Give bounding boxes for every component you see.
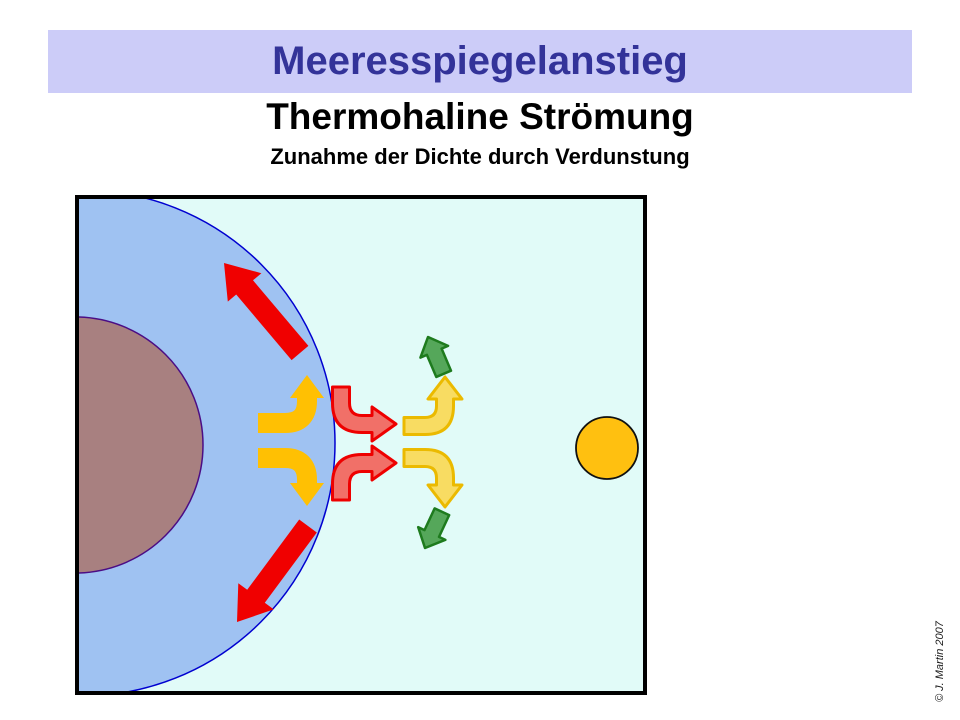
red-elbow-arrow-top <box>331 385 398 443</box>
red-current-arrow-up-left <box>224 263 309 361</box>
pale-gold-elbow-arrow-up <box>402 375 464 436</box>
green-arrow-down <box>416 507 451 550</box>
green-arrow-up <box>419 335 453 379</box>
title-banner: Meeresspiegelanstieg <box>48 30 912 93</box>
land-circle <box>79 316 204 574</box>
diagram-frame <box>75 195 647 695</box>
gold-elbow-arrow-down <box>258 448 324 506</box>
sun-circle <box>575 416 639 480</box>
slide-subtitle: Thermohaline Strömung <box>266 96 694 137</box>
thermohaline-diagram <box>79 199 639 691</box>
slide-caption: Zunahme der Dichte durch Verdunstung <box>270 144 690 169</box>
gold-elbow-arrow-up <box>258 375 324 433</box>
red-elbow-arrow-bottom <box>331 444 398 502</box>
pale-gold-elbow-arrow-down <box>402 448 464 509</box>
copyright-credit: © J. Martin 2007 <box>934 621 946 702</box>
red-current-arrow-down-left <box>237 519 317 622</box>
slide-title: Meeresspiegelanstieg <box>272 39 688 83</box>
